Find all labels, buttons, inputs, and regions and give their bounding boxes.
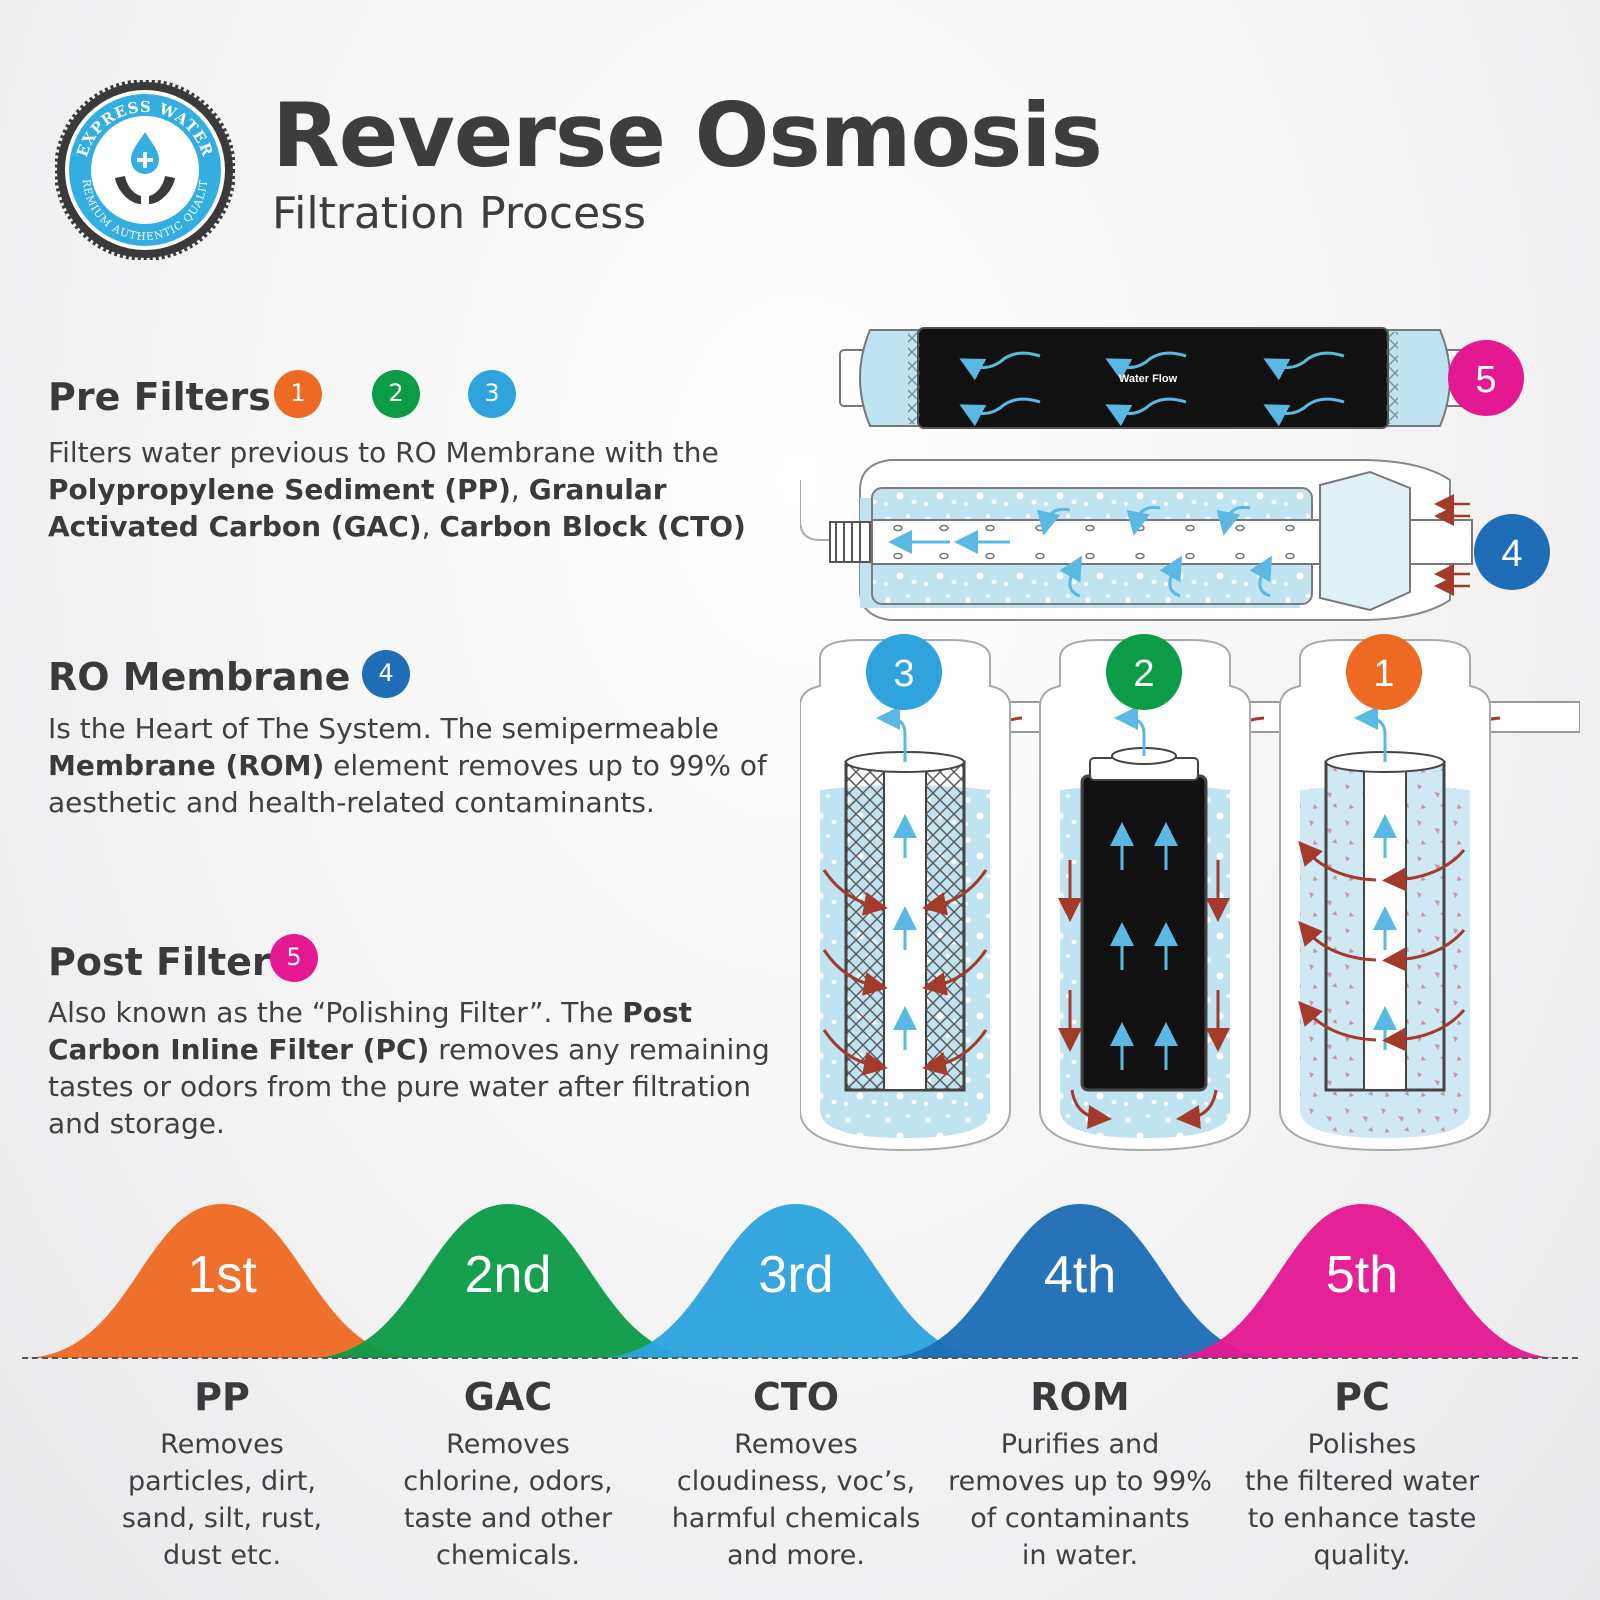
pre-filters-description: Filters water previous to RO Membrane wi… (48, 436, 746, 543)
stage-description-line: quality. (1313, 1540, 1411, 1571)
bell-curve-gac (308, 1204, 708, 1358)
stage-description-line: of contaminants (970, 1503, 1190, 1534)
stage-description-line: Removes (734, 1429, 858, 1460)
badge-3: 3 (468, 370, 516, 418)
stage-description: Removes particles, dirt, sand, silt, rust,… (82, 1426, 362, 1574)
bell-curve-pc (1162, 1204, 1562, 1358)
stage-ordinal-pp: 1st (187, 1246, 257, 1304)
canister-gac (1039, 639, 1251, 1152)
post-carbon-inline-filter: Water Flow (839, 327, 1471, 429)
canister-carbon-block (800, 639, 1011, 1152)
stage-ordinal-pc: 5th (1326, 1246, 1398, 1304)
bell-curve-rom (880, 1204, 1280, 1358)
diagram-badge-2 (1106, 634, 1182, 710)
stage-description-line: to enhance taste (1247, 1503, 1477, 1534)
stage-description: Purifies and removes up to 99% of contamin… (940, 1426, 1220, 1574)
stage-description-line: the filtered water (1244, 1466, 1480, 1497)
post-filter-heading: Post Filter (48, 940, 271, 984)
stage-description-line: particles, dirt, (128, 1466, 316, 1497)
stage-description-line: chemicals. (436, 1540, 580, 1571)
stage-bell-curves: 1st 2nd 3rd 4th 5th (22, 1204, 1578, 1359)
stage-description-line: Polishes (1307, 1429, 1417, 1460)
stage-ordinal-gac: 2nd (465, 1246, 552, 1304)
diagram-badge-3-label: 3 (893, 653, 914, 695)
diagram-badge-2-label: 2 (1133, 653, 1154, 695)
ro-membrane-housing (800, 459, 1473, 621)
stage-description-line: Removes (446, 1429, 570, 1460)
diagram-badge-5-label: 5 (1475, 359, 1496, 401)
stage-description-line: Removes (160, 1429, 284, 1460)
stage-description-line: and more. (727, 1540, 865, 1571)
badge-5: 5 (270, 934, 318, 982)
page-title: Reverse Osmosis (272, 84, 1103, 187)
post-filter-description: Also known as the “Polishing Filter”. Th… (48, 996, 770, 1140)
stage-description: Polishes the filtered water to enhance tas… (1222, 1426, 1502, 1574)
stage-ordinal-cto: 3rd (758, 1246, 833, 1304)
stage-column-cto: CTO Removes cloudiness, voc’s, harmful chem… (656, 1378, 936, 1574)
water-flow-label: Water Flow (1119, 373, 1178, 385)
stage-name: PC (1334, 1375, 1390, 1419)
page-subtitle: Filtration Process (272, 188, 647, 239)
ro-membrane-description: Is the Heart of The System. The semiperm… (48, 712, 767, 819)
stage-name: CTO (752, 1375, 840, 1419)
stage-description-line: dust etc. (162, 1540, 282, 1571)
diagram-badge-1-label: 1 (1373, 653, 1394, 695)
ro-membrane-heading: RO Membrane (48, 655, 351, 699)
stage-column-rom: ROM Purifies and removes up to 99% of conta… (940, 1378, 1220, 1574)
stage-name: PP (194, 1375, 250, 1419)
express-water-logo: EXPRESS WATER PREMIUM AUTHENTIC QUALITY (55, 80, 235, 260)
badge-4: 4 (362, 650, 410, 698)
diagram-badge-5 (1448, 340, 1524, 416)
badge-1: 1 (274, 370, 322, 418)
stage-name: GAC (463, 1375, 553, 1419)
filtration-diagram: Water Flow 5 (800, 327, 1580, 1152)
stage-description-line: Purifies and (1000, 1429, 1160, 1460)
stage-name: ROM (1030, 1375, 1130, 1419)
stage-column-pp: PP Removes particles, dirt, sand, silt, rus… (82, 1378, 362, 1574)
stage-description-line: removes up to 99% (948, 1466, 1212, 1497)
stage-description-line: in water. (1021, 1540, 1139, 1571)
stage-description-line: harmful chemicals (671, 1503, 921, 1534)
diagram-badge-4-label: 4 (1501, 533, 1522, 575)
diagram-badge-3 (866, 634, 942, 710)
stage-description-line: taste and other (403, 1503, 613, 1534)
bell-curve-cto (596, 1204, 996, 1358)
stage-description: Removes cloudiness, voc’s, harmful chemica… (656, 1426, 936, 1574)
stage-column-pc: PC Polishes the filtered water to enhance t… (1222, 1378, 1502, 1574)
stage-column-gac: GAC Removes chlorine, odors, taste and othe… (368, 1378, 648, 1574)
stage-description-line: cloudiness, voc’s, (676, 1466, 916, 1497)
stage-description: Removes chlorine, odors, taste and other ch… (368, 1426, 648, 1574)
stage-ordinal-rom: 4th (1044, 1246, 1116, 1304)
stage-description-line: chlorine, odors, (403, 1466, 613, 1497)
diagram-badge-4 (1474, 514, 1550, 590)
diagram-badge-1 (1346, 634, 1422, 710)
badge-2: 2 (372, 370, 420, 418)
bell-curve-pp (22, 1204, 422, 1358)
canister-sediment (1279, 639, 1491, 1152)
pre-filters-heading: Pre Filters (48, 375, 271, 419)
stage-description-line: sand, silt, rust, (121, 1503, 323, 1534)
